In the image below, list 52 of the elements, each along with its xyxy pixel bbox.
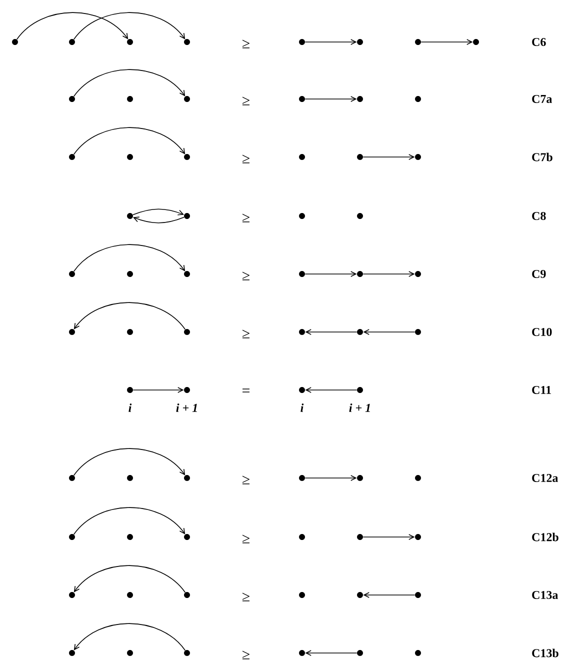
arrow xyxy=(132,216,184,224)
index-label: i + 1 xyxy=(176,404,197,412)
relation-sign: ≥ xyxy=(242,650,250,660)
arrow xyxy=(363,592,416,598)
arrow xyxy=(73,69,186,97)
relation-sign: ≥ xyxy=(242,476,250,484)
relation-sign: ≥ xyxy=(242,330,250,338)
arrow xyxy=(362,154,415,160)
arrow xyxy=(305,387,358,393)
relation-sign: ≥ xyxy=(242,214,250,222)
relation-sign: = xyxy=(242,388,250,392)
arrow xyxy=(73,448,186,476)
relation-sign: ≥ xyxy=(242,154,250,164)
arrow xyxy=(305,650,358,656)
case-label: C13a xyxy=(532,590,558,600)
relation-sign: ≥ xyxy=(242,534,250,544)
case-label: C12a xyxy=(532,474,558,482)
relation-sign: ≥ xyxy=(242,272,250,280)
arrow xyxy=(362,271,415,277)
case-label: C11 xyxy=(532,386,551,394)
case-label: C7b xyxy=(532,152,552,162)
arrow xyxy=(304,39,357,45)
case-label: C13b xyxy=(532,648,558,658)
case-label: C6 xyxy=(532,38,546,46)
relation-sign: ≥ xyxy=(242,592,250,602)
arrow xyxy=(74,623,186,651)
arrow xyxy=(304,475,357,481)
arrow xyxy=(304,271,357,277)
arrow xyxy=(132,387,184,393)
arrow xyxy=(74,565,186,593)
arrow xyxy=(363,329,416,335)
arrow xyxy=(74,302,186,330)
arrow xyxy=(305,329,358,335)
arrow xyxy=(132,208,184,216)
arrow xyxy=(73,244,186,272)
case-label: C9 xyxy=(532,270,546,278)
index-label: i xyxy=(128,404,132,412)
case-label: C8 xyxy=(532,212,546,220)
arrow xyxy=(304,96,357,102)
arrow xyxy=(16,12,128,40)
case-label: C7a xyxy=(532,94,552,104)
arrow xyxy=(420,39,473,45)
arrow xyxy=(73,127,186,155)
arrow xyxy=(73,507,186,535)
index-label: i xyxy=(300,404,304,412)
case-label: C12b xyxy=(532,532,558,542)
relation-sign: ≥ xyxy=(242,40,250,48)
arrow xyxy=(362,534,415,540)
index-label: i + 1 xyxy=(349,404,370,412)
arrow xyxy=(73,12,186,40)
relation-sign: ≥ xyxy=(242,96,250,106)
case-label: C10 xyxy=(532,328,552,336)
